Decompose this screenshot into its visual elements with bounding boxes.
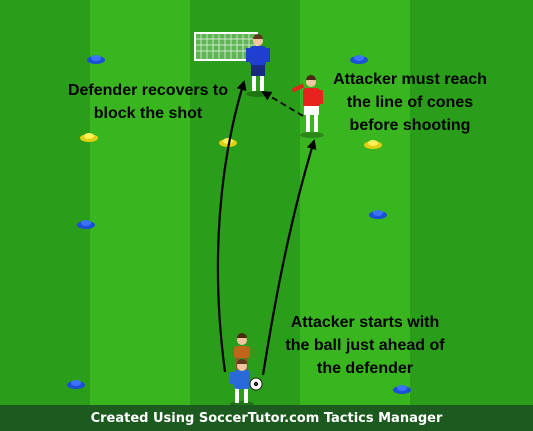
arrow-icon [261,139,317,376]
grass-stripe [0,0,90,431]
cone-icon [67,380,85,389]
arrow-icon [216,80,247,373]
cone-icon [369,210,387,219]
cone-icon [87,55,105,64]
annotation-line: before shooting [349,117,471,134]
cone-icon [80,133,98,142]
player-icon [291,75,324,138]
annotation-attacker-starts: Attacker starts with the ball just ahead… [272,311,458,380]
annotation-attacker-must-reach: Attacker must reach the line of cones be… [324,68,496,137]
ball-icon [249,377,263,391]
annotation-line: the line of cones [346,94,474,111]
annotation-line: Defender recovers to [67,82,229,99]
player-icon [246,34,270,97]
annotation-line: block the shot [93,105,203,122]
cone-icon [77,220,95,229]
grass-stripe [410,0,533,431]
arrow-icon [261,90,304,117]
grass-stripe [300,0,410,431]
grass-stripe [90,0,190,431]
annotation-line: the defender [316,360,413,377]
annotation-line: Attacker must reach [333,71,487,88]
cone-icon [393,385,411,394]
annotation-defender-recovers: Defender recovers to block the shot [60,79,236,125]
cone-icon [350,55,368,64]
goal-icon [194,32,258,61]
annotation-line: the ball just ahead of [285,337,445,354]
footer-credit: Created Using SoccerTutor.com Tactics Ma… [0,405,533,431]
annotation-line: Attacker starts with [290,314,440,331]
cone-icon [364,140,382,149]
